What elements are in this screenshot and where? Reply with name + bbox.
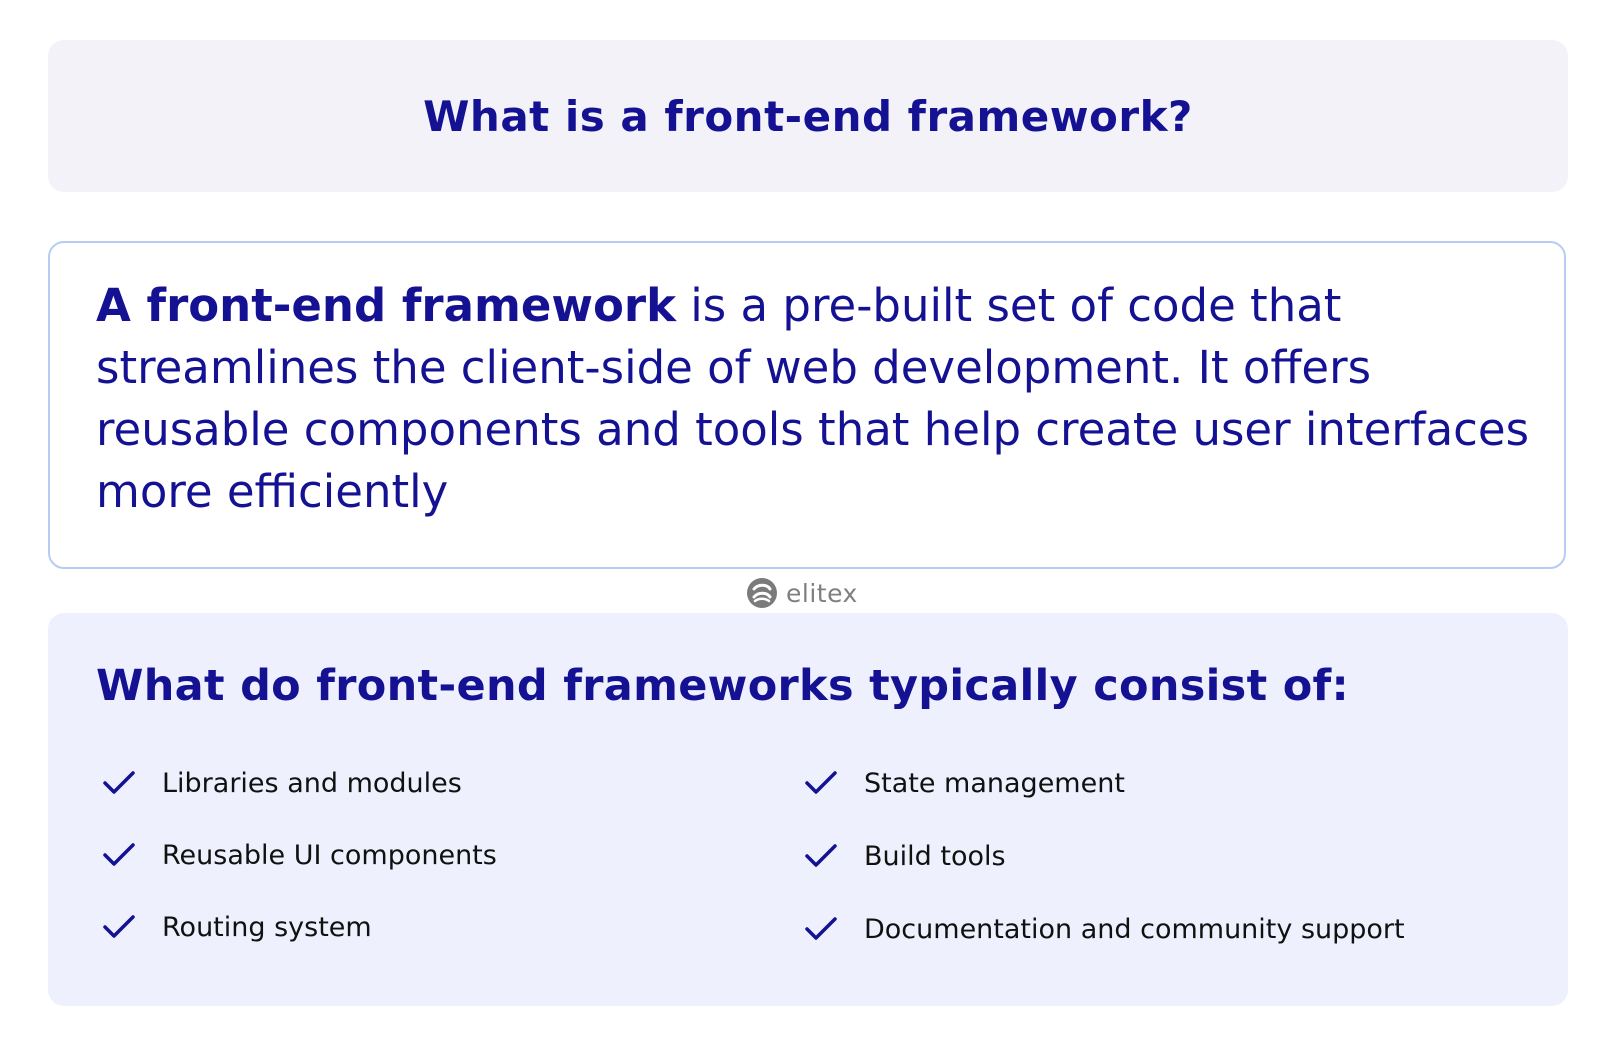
list-item: Libraries and modules: [102, 765, 497, 801]
elitex-logo-icon: [747, 578, 777, 608]
check-icon: [805, 771, 837, 794]
title-card: What is a front-end framework?: [48, 40, 1568, 192]
list-item: Build tools: [804, 838, 1405, 874]
list-item-label: Reusable UI components: [162, 839, 497, 871]
consist-list-left: Libraries and modules Reusable UI compon…: [102, 765, 497, 981]
list-item: Reusable UI components: [102, 837, 497, 873]
consist-card: What do front-end frameworks typically c…: [48, 613, 1568, 1006]
brand-logo: elitex: [746, 576, 858, 610]
check-icon: [805, 844, 837, 867]
definition-card: A front-end framework is a pre-built set…: [48, 241, 1566, 569]
check-icon: [103, 915, 135, 938]
consist-list-right: State management Build tools Documentati…: [804, 765, 1405, 984]
list-item-label: State management: [864, 767, 1125, 799]
consist-heading: What do front-end frameworks typically c…: [96, 661, 1350, 711]
definition-text: A front-end framework is a pre-built set…: [96, 275, 1536, 523]
check-icon: [103, 771, 135, 794]
list-item-label: Libraries and modules: [162, 767, 462, 799]
list-item: State management: [804, 765, 1405, 801]
list-item: Routing system: [102, 909, 497, 945]
definition-term: A front-end framework: [96, 279, 676, 332]
list-item: Documentation and community support: [804, 911, 1405, 947]
definition-body: is a pre-built set of code that streamli…: [96, 279, 1530, 518]
check-icon: [103, 843, 135, 866]
list-item-label: Routing system: [162, 911, 372, 943]
brand-name: elitex: [786, 578, 858, 608]
check-icon: [805, 917, 837, 940]
list-item-label: Build tools: [864, 840, 1006, 872]
page-title: What is a front-end framework?: [423, 91, 1193, 141]
list-item-label: Documentation and community support: [864, 913, 1405, 945]
